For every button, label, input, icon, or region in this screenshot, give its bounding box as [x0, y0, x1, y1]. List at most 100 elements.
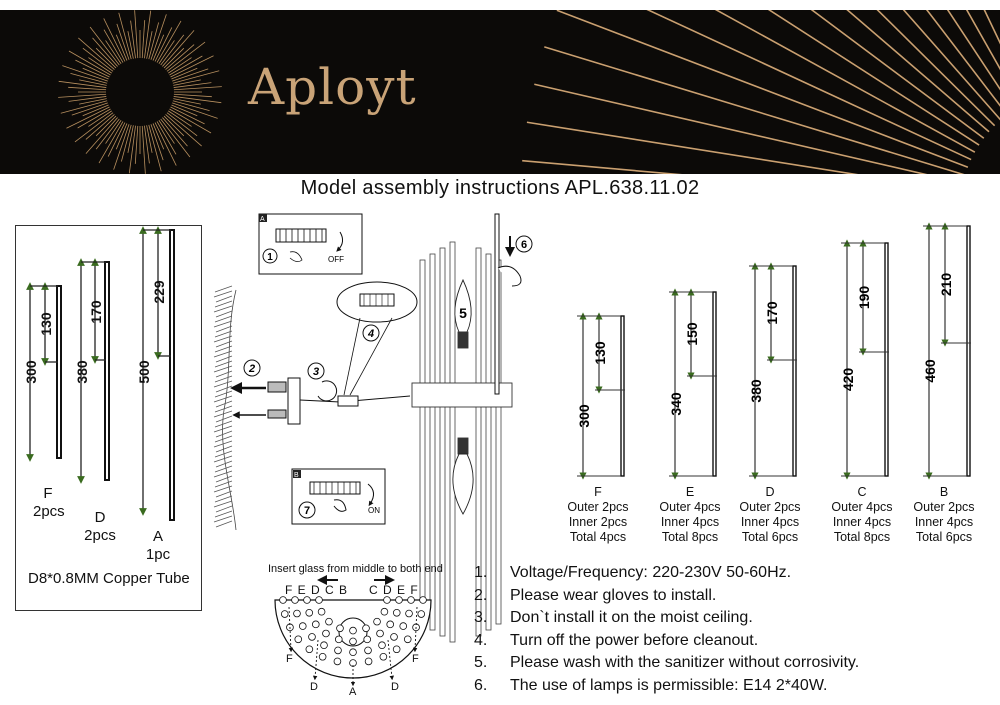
glass-slot — [303, 596, 311, 604]
glass-slot — [386, 620, 395, 629]
sunburst-ray — [116, 23, 130, 60]
sunburst-ray — [103, 29, 124, 63]
wire-connector-detail — [336, 281, 418, 396]
glass-slot — [399, 622, 408, 630]
sunburst-ray — [82, 104, 109, 117]
sunburst-ray — [89, 26, 120, 66]
sunburst-ray — [103, 18, 126, 62]
sunburst-ray — [105, 120, 122, 144]
corner-ray — [983, 10, 1000, 45]
glass-slot — [380, 607, 389, 616]
sunburst-ray — [58, 93, 107, 98]
glass-slot — [305, 608, 314, 617]
glass-length-label: 420 — [840, 368, 856, 392]
hand-insert-tube — [494, 213, 533, 395]
glass-slot — [334, 635, 343, 644]
sunburst-ray — [170, 106, 205, 125]
wall-mount-bracket — [230, 359, 411, 425]
glass-slot — [376, 629, 384, 638]
corner-ray — [810, 10, 985, 139]
sunburst-ray — [130, 20, 136, 59]
sunburst-ray — [127, 125, 134, 153]
glass-letter: D — [765, 485, 775, 499]
glass-tube — [712, 291, 717, 477]
sunburst-ray — [169, 108, 212, 134]
sunburst-ray — [154, 27, 173, 62]
glass-part-label: 190 — [856, 286, 872, 310]
sunburst-ray — [148, 124, 162, 172]
sunburst-ray — [158, 120, 175, 144]
sunburst-ray — [71, 102, 108, 116]
glass-slot — [392, 645, 401, 654]
sunburst-ray — [172, 68, 209, 82]
sunburst-ray — [77, 108, 111, 129]
sunburst-ray — [95, 115, 117, 137]
sunburst-ray — [163, 47, 185, 69]
sunburst-ray — [146, 31, 153, 59]
sunburst-ray — [170, 55, 214, 78]
glass-inner: Inner 4pcs — [740, 515, 800, 529]
sunburst-ray — [169, 55, 203, 76]
glass-length-label: 380 — [748, 379, 764, 403]
svg-text:B: B — [294, 472, 299, 479]
glass-slot — [336, 624, 344, 633]
glass-letter: B — [939, 485, 949, 499]
svg-text:2: 2 — [248, 363, 255, 375]
sunburst-ray — [172, 100, 210, 112]
sunburst-ray — [156, 121, 177, 155]
page-title: Model assembly instructions APL.638.11.0… — [300, 177, 700, 199]
glass-slot — [293, 609, 301, 618]
glass-part-label: 210 — [938, 273, 954, 297]
sunburst-ray — [113, 124, 130, 170]
list-item: 4.Turn off the power before cleanout. — [474, 631, 759, 649]
insert-arrow-d-right: D — [391, 681, 399, 693]
svg-text:OFF: OFF — [328, 255, 344, 264]
corner-ray — [544, 46, 965, 174]
glass-slot — [364, 646, 372, 655]
corner-ray — [556, 10, 969, 168]
corner-ray — [946, 10, 1000, 91]
sunburst-ray — [166, 41, 206, 72]
svg-text:3: 3 — [313, 366, 319, 378]
sunburst-ray — [92, 37, 118, 67]
sunburst-ray — [163, 115, 185, 137]
sunburst-ray — [152, 34, 165, 61]
sunburst-ray — [134, 10, 139, 59]
sunburst-ray — [82, 47, 114, 72]
sunburst-graphic — [58, 10, 1000, 174]
glass-tube — [884, 242, 889, 477]
glass-slot — [320, 641, 328, 650]
glass-total: Total 8pcs — [661, 530, 719, 544]
glass-slot — [305, 645, 314, 654]
sunburst-ray — [168, 110, 192, 127]
glass-outer: Outer 4pcs — [659, 500, 721, 514]
sunburst-ray — [95, 47, 117, 69]
glass-outer: Outer 4pcs — [831, 500, 893, 514]
glass-slot — [378, 641, 386, 650]
glass-slot — [325, 617, 333, 626]
sunburst-ray — [165, 44, 195, 70]
corner-ray — [925, 10, 1000, 107]
sunburst-ray — [82, 67, 109, 80]
corner-ray — [846, 10, 990, 133]
sunburst-ray — [118, 12, 132, 60]
copper-tube-box — [15, 225, 202, 611]
insert-letters-right: C D E F — [369, 583, 419, 597]
glass-inner: Inner 4pcs — [832, 515, 892, 529]
glass-length-label: 300 — [576, 404, 592, 428]
sunburst-ray — [152, 123, 165, 150]
corner-ray — [876, 10, 996, 127]
sunburst-ray — [150, 124, 164, 161]
sunburst-ray — [128, 125, 136, 174]
sunburst-ray — [78, 37, 115, 70]
corner-ray — [910, 10, 1000, 96]
insert-arrow-f-right: F — [412, 653, 419, 665]
insert-letters-left: F E D C B — [285, 583, 349, 597]
sunburst-ray — [75, 59, 110, 78]
switch-off-diagram — [258, 213, 363, 275]
glass-slot — [349, 659, 357, 667]
